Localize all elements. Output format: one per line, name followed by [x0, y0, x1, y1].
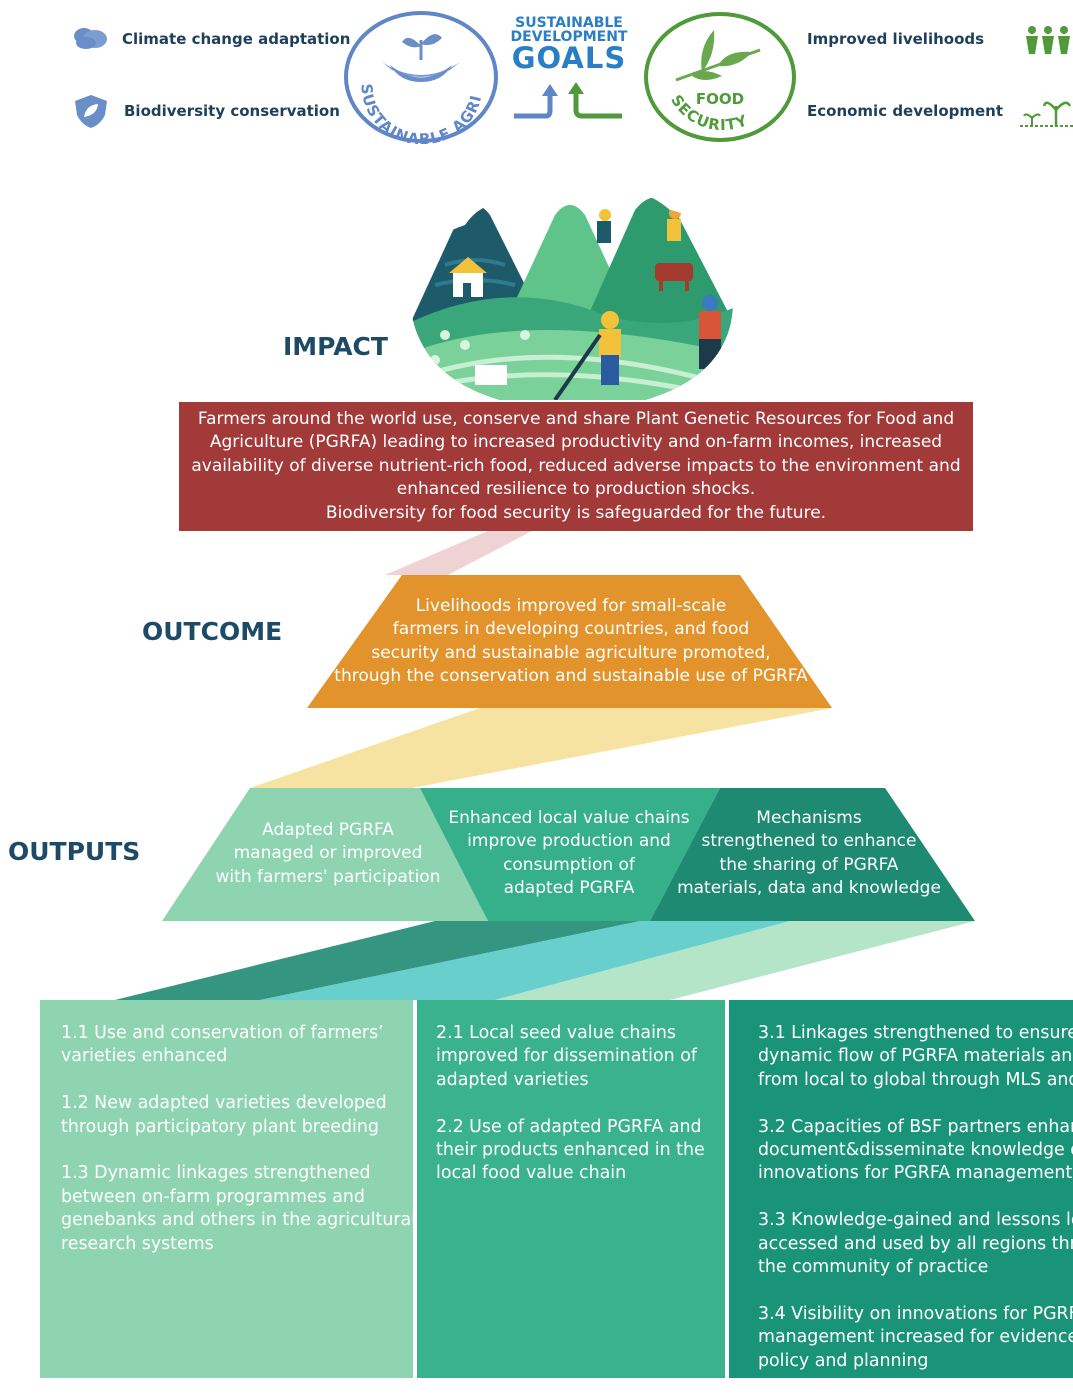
impact-line: Biodiversity for food security is safegu… [325, 502, 827, 523]
activity-line: innovations for PGRFA management [758, 1163, 1073, 1184]
activity-paragraph: 1.1 Use and conservation of farmers’ var… [61, 1022, 416, 1069]
activity-paragraph: 1.3 Dynamic linkages strengthened betwee… [61, 1162, 416, 1256]
output-line: Adapted PGRFA [262, 820, 394, 840]
activity-paragraph: 3.1 Linkages strengthened to ensure th d… [758, 1022, 1073, 1092]
activity-line: improved for dissemination of [436, 1046, 697, 1067]
ribbon-outcome-outputs [250, 708, 832, 788]
outcome-line: Livelihoods improved for small-scale [415, 596, 727, 616]
impact-box [179, 402, 973, 531]
outcome-line: farmers in developing countries, and foo… [392, 619, 750, 640]
sdg-line2: DEVELOPMENT [511, 29, 628, 45]
legend-label-climate: Climate change adaptation [122, 30, 351, 48]
activity-line: 1.3 Dynamic linkages strengthened [61, 1163, 371, 1184]
activity-line: dynamic flow of PGRFA materials and d [758, 1046, 1073, 1067]
sdg-logo: SUSTAINABLE DEVELOPMENT GOALS [511, 15, 628, 119]
impact-text: Farmers around the world use, conserve a… [179, 408, 973, 525]
activity-line: research systems [61, 1233, 214, 1254]
legend-label-livelihoods: Improved livelihoods [807, 30, 985, 48]
impact-line: Agriculture (PGRFA) leading to increased… [209, 432, 943, 453]
legend-label-economic: Economic development [807, 102, 1004, 120]
activity-paragraph: 3.4 Visibility on innovations for PGRFA … [758, 1303, 1073, 1373]
outcome-line: security and sustainable agriculture pro… [371, 642, 771, 663]
activity-column-1 [40, 1000, 413, 1378]
legend-label-biodiversity: Biodiversity conservation [124, 102, 340, 120]
ribbon-impact-outcome [385, 530, 534, 575]
activity-line: through participatory plant breeding [61, 1116, 379, 1137]
impact-line: availability of diverse nutrient-rich fo… [191, 455, 961, 476]
activity-paragraph: 2.1 Local seed value chains improved for… [436, 1022, 705, 1092]
activity-line: 3.4 Visibility on innovations for PGRFA [758, 1303, 1073, 1324]
impact-label: IMPACT [283, 332, 388, 361]
activity-line: accessed and used by all regions throu [758, 1233, 1073, 1254]
activity-line: between on-farm programmes and [61, 1186, 365, 1207]
activity-line: their products enhanced in the [436, 1140, 705, 1161]
sustainable-agriculture-logo: SUSTAINABLE AGRICULTURE [342, 10, 498, 144]
output-line: the sharing of PGRFA [719, 854, 899, 875]
activity-line: 3.1 Linkages strengthened to ensure th [758, 1023, 1073, 1043]
activity-line: management increased for evidence-ba [758, 1327, 1073, 1348]
outcome-text: Livelihoods improved for small-scale far… [310, 595, 832, 689]
activity-3-text: 3.1 Linkages strengthened to ensure th d… [758, 1022, 1073, 1396]
activity-paragraph: 3.2 Capacities of BSF partners enhance d… [758, 1116, 1073, 1186]
people-icon [1026, 26, 1070, 54]
activity-line: 2.1 Local seed value chains [436, 1023, 676, 1043]
output-line: managed or improved [233, 843, 423, 864]
output-line: materials, data and knowledge [677, 878, 941, 899]
outputs-label: OUTPUTS [8, 837, 141, 866]
ribbon-outputs-1 [115, 921, 640, 1000]
activity-line: local food value chain [436, 1163, 627, 1184]
output-shape-1 [162, 788, 488, 921]
impact-line: enhanced resilience to production shocks… [396, 479, 756, 500]
sdg-line3: GOALS [512, 41, 627, 75]
cloud-icon [74, 28, 107, 49]
ribbon-outputs-2 [260, 921, 790, 1000]
output-line: adapted PGRFA [503, 878, 635, 899]
farming-illustration [409, 190, 734, 400]
output-line: with farmers' participation [215, 866, 441, 887]
outcome-line: through the conservation and sustainable… [334, 666, 808, 687]
activity-paragraph: 1.2 New adapted varieties developed thro… [61, 1092, 416, 1139]
activity-paragraph: 3.3 Knowledge-gained and lessons lea acc… [758, 1209, 1073, 1279]
outcome-label: OUTCOME [142, 617, 283, 646]
activity-line: from local to global through MLS and G [758, 1069, 1073, 1090]
impact-line: Farmers around the world use, conserve a… [197, 409, 955, 429]
output-line: Enhanced local value chains [448, 808, 690, 828]
activity-line: 1.1 Use and conservation of farmers’ [61, 1023, 384, 1043]
output-3-text: Mechanisms strengthened to enhance the s… [668, 807, 950, 901]
output-shape-2 [420, 788, 720, 921]
activity-1-text: 1.1 Use and conservation of farmers’ var… [61, 1022, 416, 1279]
activity-column-3 [729, 1000, 1073, 1378]
activity-line: the community of practice [758, 1257, 989, 1278]
activity-2-text: 2.1 Local seed value chains improved for… [436, 1022, 705, 1209]
output-line: improve production and [467, 831, 671, 852]
output-line: consumption of [503, 854, 635, 875]
activity-line: genebanks and others in the agricultural [61, 1210, 417, 1231]
activity-column-2 [417, 1000, 725, 1378]
output-2-text: Enhanced local value chains improve prod… [440, 807, 698, 901]
sdg-line1: SUSTAINABLE [515, 15, 623, 31]
activity-line: document&disseminate knowledge on [758, 1140, 1073, 1161]
activity-line: 1.2 New adapted varieties developed [61, 1093, 387, 1114]
activity-line: adapted varieties [436, 1069, 589, 1090]
activity-line: varieties enhanced [61, 1046, 228, 1067]
activity-line: policy and planning [758, 1350, 929, 1371]
output-line: strengthened to enhance [701, 831, 917, 852]
output-line: Mechanisms [756, 808, 862, 828]
leaf-shield-icon [75, 95, 107, 128]
output-1-text: Adapted PGRFA managed or improved with f… [198, 819, 458, 889]
activity-line: 2.2 Use of adapted PGRFA and [436, 1116, 702, 1137]
output-shape-3 [650, 788, 975, 921]
activity-line: 3.3 Knowledge-gained and lessons lea [758, 1210, 1073, 1231]
food-security-logo: FOOD SECURITY [644, 12, 796, 142]
ribbon-outputs-3 [495, 921, 975, 1000]
activity-paragraph: 2.2 Use of adapted PGRFA and their produ… [436, 1116, 705, 1186]
seedling-icon [1020, 101, 1073, 127]
food-security-line1: FOOD [696, 90, 744, 108]
activity-line: 3.2 Capacities of BSF partners enhance [758, 1116, 1073, 1137]
